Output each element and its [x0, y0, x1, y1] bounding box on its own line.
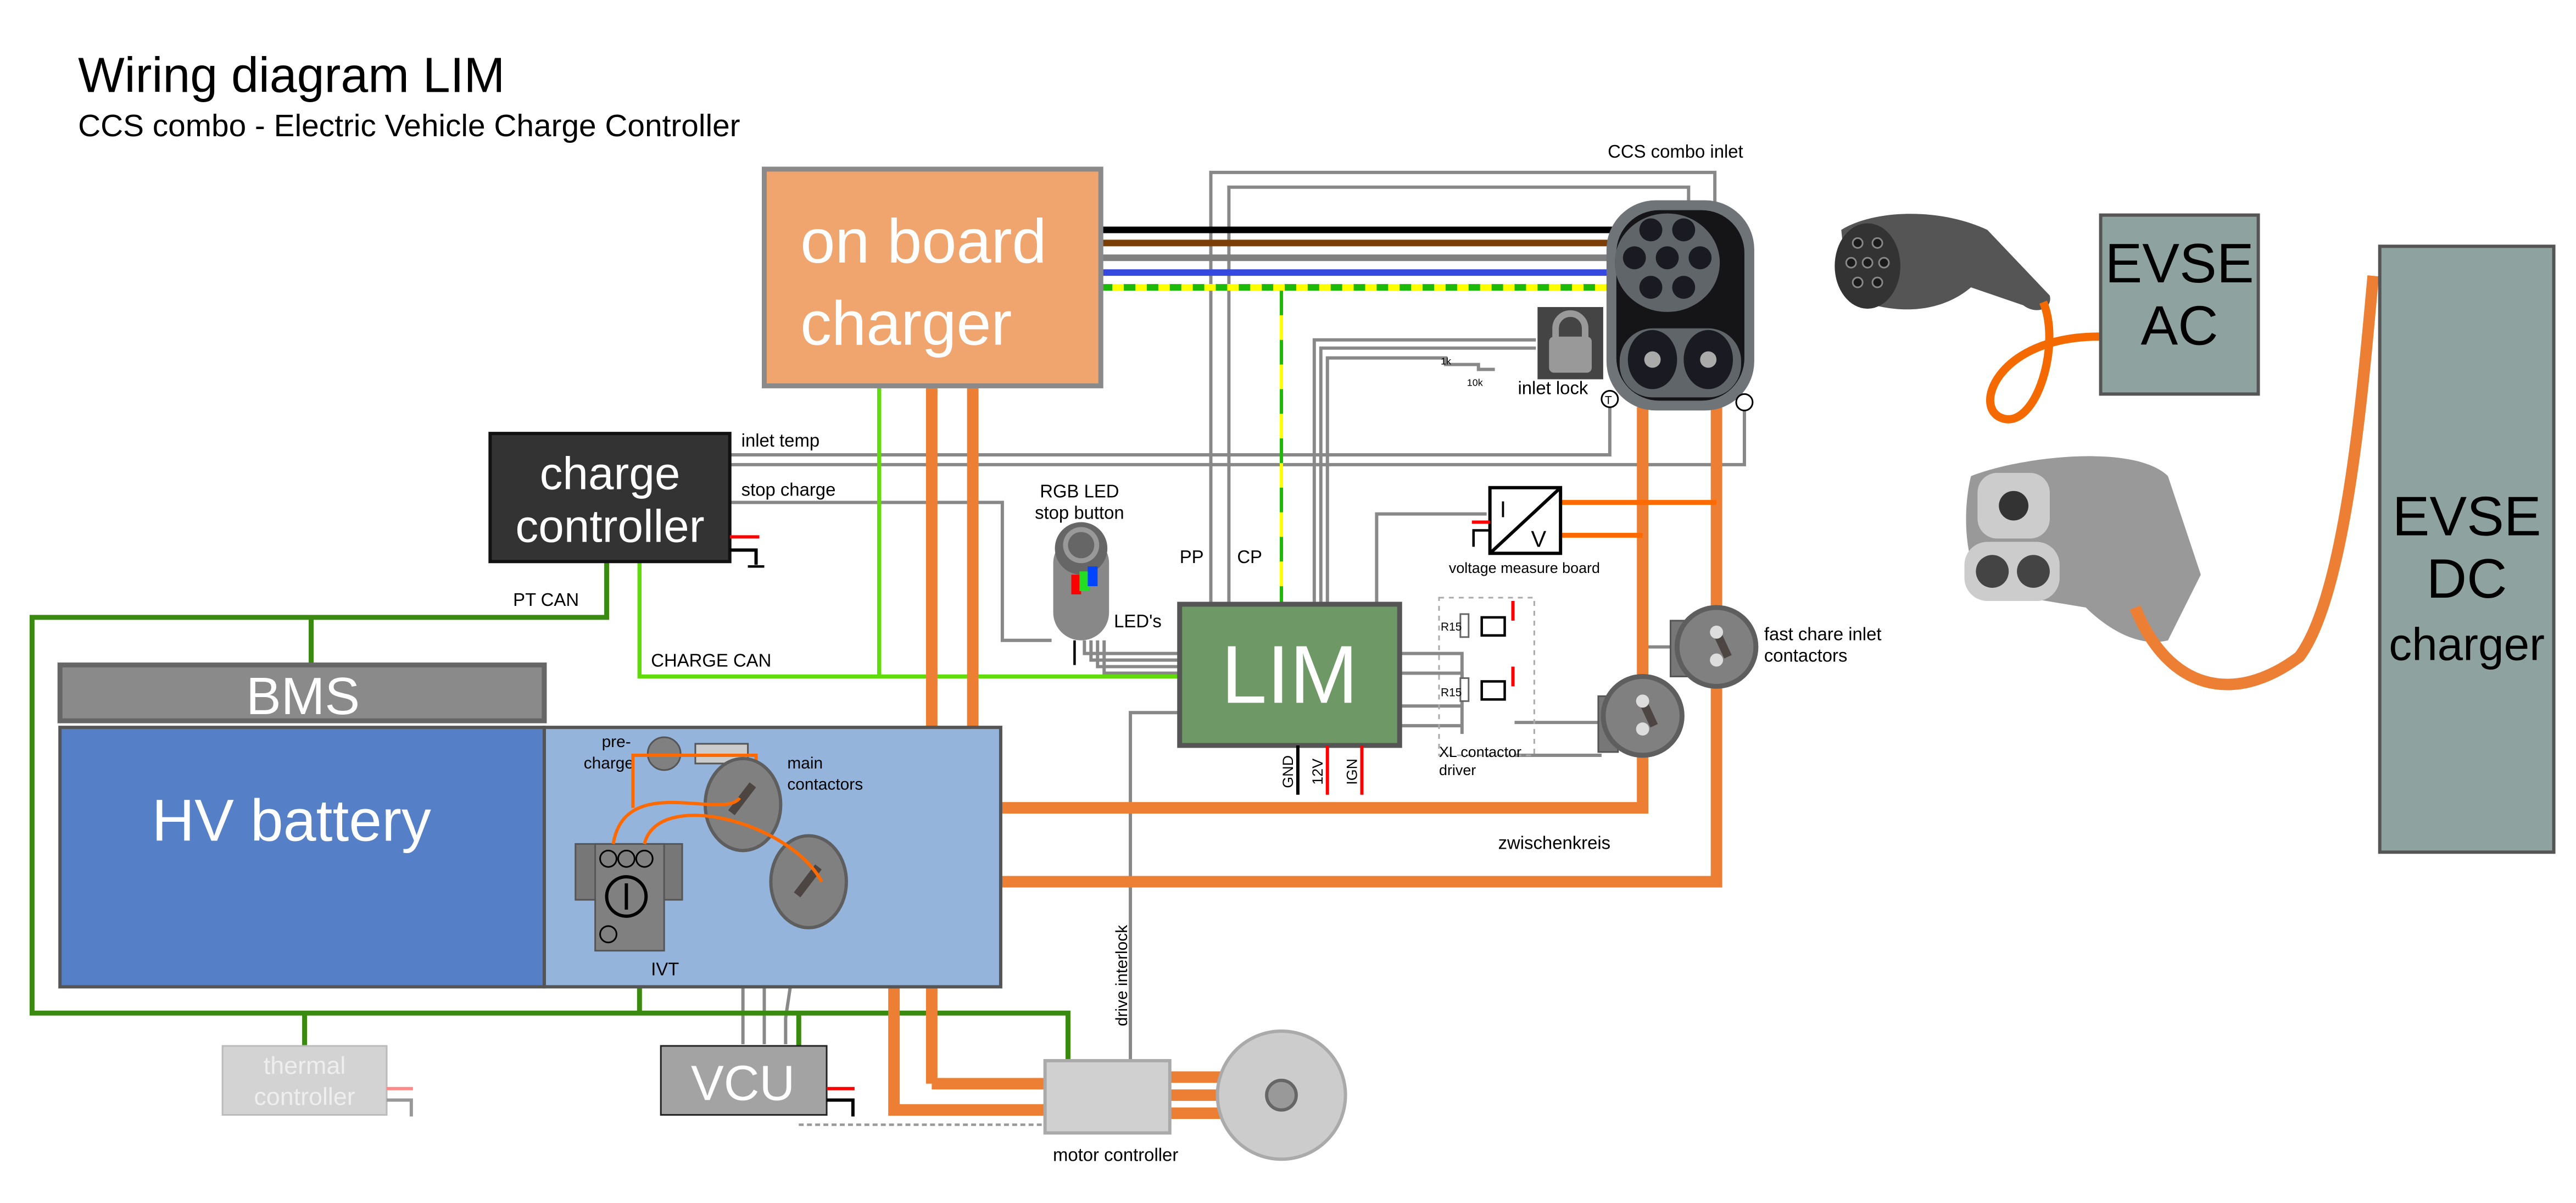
fast-charge-label: fast chare inlet: [1764, 624, 1882, 644]
rgb-led-stop-button[interactable]: [1053, 522, 1109, 665]
evse-dc-label: EVSE: [2393, 484, 2541, 547]
xl-driver-label: XL contactor: [1439, 744, 1521, 760]
r15-label: R15: [1441, 621, 1462, 633]
precharge-label-2: charge: [584, 754, 634, 772]
main-contactor-2: [769, 834, 848, 929]
ivt-sensor: [575, 797, 823, 952]
zwischenkreis-label: zwischenkreis: [1498, 832, 1611, 853]
thermal-controller-label-2: controller: [254, 1083, 355, 1111]
evse-dc-label-2: DC: [2427, 547, 2507, 610]
fast-charge-contactor-2[interactable]: [1597, 674, 1685, 758]
vm-v-label: V: [1531, 526, 1546, 552]
ccs-inlet-label: CCS combo inlet: [1608, 141, 1743, 161]
evse-dc-charger[interactable]: EVSE DC charger: [2378, 244, 2556, 854]
xl-driver-label-2: driver: [1439, 762, 1476, 778]
charge-controller[interactable]: charge controller: [488, 432, 765, 568]
fast-charge-label-2: contactors: [1764, 645, 1848, 666]
on-board-charger-label: on board: [800, 207, 1046, 276]
motor-controller[interactable]: [1043, 1059, 1172, 1135]
resistor-10k-label: 10k: [1467, 377, 1483, 388]
ign-label: IGN: [1344, 759, 1361, 785]
evse-ac-label-2: AC: [2140, 294, 2218, 357]
pt-can-label: PT CAN: [513, 589, 579, 610]
voltage-measure-board-label: voltage measure board: [1449, 560, 1600, 576]
measure-wires: [1560, 500, 1717, 538]
precharge-label: pre-: [602, 733, 631, 751]
on-board-charger-label-2: charger: [800, 289, 1012, 359]
cp-label: CP: [1237, 547, 1262, 567]
charge-can-label: CHARGE CAN: [651, 650, 771, 671]
temp-sensor-icon: [1601, 389, 1754, 411]
lim-module[interactable]: LIM: [1177, 602, 1402, 748]
evse-ac-label: EVSE: [2105, 232, 2254, 294]
type2-ac-plug: [1835, 214, 2099, 424]
evse-ac[interactable]: EVSE AC: [2099, 213, 2260, 396]
voltage-measure-board[interactable]: I V: [1471, 486, 1563, 555]
vm-i-label: I: [1500, 497, 1507, 522]
leds-label: LED's: [1114, 611, 1162, 631]
hv-battery-label: HV battery: [152, 787, 431, 853]
charge-controller-label-2: controller: [515, 500, 704, 552]
vcu-label: VCU: [691, 1056, 795, 1111]
main-contactors-label: main: [787, 754, 823, 772]
ccs-dc-plug: [1964, 275, 2379, 690]
inlet-temp-label: inlet temp: [741, 430, 819, 450]
lim-label: LIM: [1221, 628, 1358, 720]
drive-interlock-label: drive interlock: [1113, 925, 1131, 1026]
signal-wires: [689, 170, 1746, 1061]
vcu-module[interactable]: VCU: [660, 1045, 1045, 1126]
bms-module[interactable]: BMS: [57, 662, 547, 726]
page-title: Wiring diagram LIM: [78, 48, 505, 103]
12v-label: 12V: [1309, 759, 1326, 785]
lim-power-pins: GND 12V IGN: [1280, 745, 1364, 795]
rgb-led-label: RGB LED: [1040, 481, 1119, 502]
gnd-label: GND: [1280, 755, 1296, 788]
thermal-controller-label: thermal: [264, 1051, 345, 1079]
xl-contactor-driver: R15 R15: [1438, 597, 1535, 756]
lock-icon: [1537, 307, 1603, 380]
motor-controller-label: motor controller: [1053, 1144, 1178, 1165]
stop-charge-label: stop charge: [741, 480, 836, 500]
hv-battery-pack[interactable]: HV battery: [58, 726, 1002, 989]
on-board-charger[interactable]: on board charger: [762, 166, 1103, 388]
charge-can-bus: [637, 386, 1178, 679]
evse-dc-label-3: charger: [2389, 619, 2545, 670]
fast-charge-contactor-1[interactable]: [1669, 605, 1759, 689]
bms-label: BMS: [246, 667, 360, 726]
thermal-controller[interactable]: thermal controller: [221, 1045, 413, 1117]
ccs-combo-inlet[interactable]: [1606, 200, 1754, 411]
page-subtitle: CCS combo - Electric Vehicle Charge Cont…: [78, 109, 740, 143]
ac-wires: [1101, 226, 1626, 604]
resistor-1k-label: 1k: [1441, 356, 1451, 367]
main-contactors-label-2: contactors: [787, 776, 863, 794]
pp-label: PP: [1180, 547, 1204, 567]
charge-controller-label: charge: [540, 448, 681, 499]
ivt-label: IVT: [651, 959, 679, 979]
temp-sensor-label: T: [1605, 394, 1612, 406]
rgb-led-label-2: stop button: [1035, 503, 1124, 523]
motor: [1215, 1029, 1347, 1161]
r15-label-2: R15: [1441, 686, 1462, 699]
inlet-lock-label: inlet lock: [1518, 377, 1588, 398]
